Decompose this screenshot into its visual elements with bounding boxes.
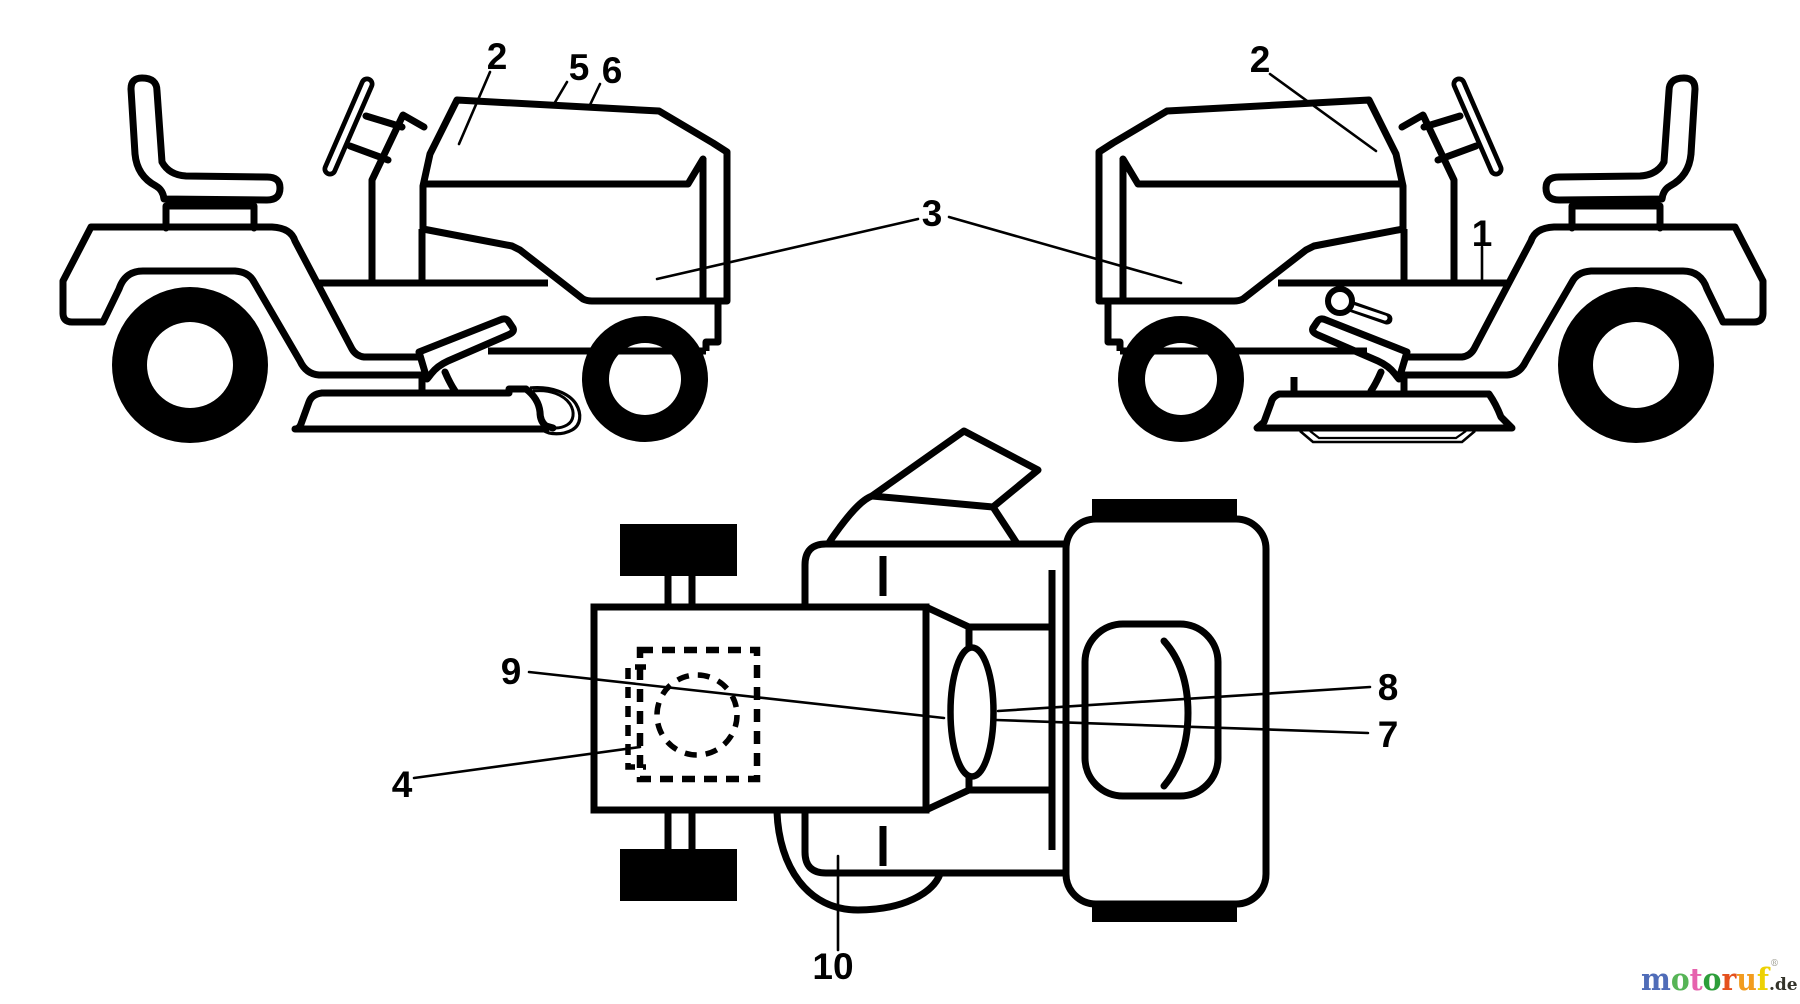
ignition-key (1325, 286, 1393, 325)
front-axle-top (664, 576, 696, 607)
leader-7 (994, 718, 1370, 735)
callout-10: 10 (812, 946, 853, 987)
logo-registered-mark: ® (1770, 959, 1779, 969)
decal-dashed-square (636, 646, 761, 783)
decal-dashed-circle (654, 672, 740, 758)
leader-3-left (655, 217, 920, 281)
logo-letter: o (1671, 962, 1690, 998)
front-wheel-bottom (620, 849, 737, 901)
callout-3: 3 (922, 193, 943, 234)
front-axle-bottom (664, 810, 696, 849)
leader-8 (996, 685, 1372, 713)
leader-2-left (457, 70, 492, 146)
leader-2-right (1268, 72, 1378, 153)
callout-2-right: 2 (1250, 39, 1271, 80)
leader-6 (587, 82, 602, 109)
top-view (590, 427, 1270, 922)
callout-6: 6 (602, 50, 623, 91)
callout-4: 4 (392, 764, 413, 805)
footboard-arc (773, 808, 944, 914)
side-view-right (1099, 78, 1763, 443)
deck-tray (1299, 430, 1476, 444)
callout-5: 5 (569, 47, 590, 88)
callout-9: 9 (501, 651, 522, 692)
chute-top (825, 427, 1042, 547)
callouts: 2 5 6 3 2 1 9 4 8 7 10 (392, 36, 1493, 987)
callout-2-left: 2 (487, 36, 508, 77)
mower-deck-right (1253, 377, 1516, 444)
logo-letter: f (1757, 962, 1771, 998)
seat-top (1081, 620, 1222, 800)
steering-wheel-top (947, 644, 997, 780)
seat-back-curve (1160, 637, 1192, 790)
logo-letter: t (1690, 962, 1704, 998)
logo-letter: u (1736, 962, 1757, 998)
leader-4 (412, 745, 642, 780)
mower-deck-left (291, 385, 582, 436)
callout-7: 7 (1378, 714, 1399, 755)
discharge-chute (529, 386, 582, 436)
logo-tld[interactable]: .de (1769, 975, 1798, 995)
logo-letter: m (1641, 962, 1671, 998)
callout-1: 1 (1472, 213, 1493, 254)
leader-9 (527, 670, 946, 720)
logo[interactable]: motoruf .de ® (1641, 959, 1798, 998)
logo-letter: r (1721, 962, 1736, 998)
front-wheel-top (620, 524, 737, 576)
logo-word[interactable]: motoruf (1641, 962, 1771, 998)
leader-3-right (947, 215, 1183, 285)
logo-letter: o (1703, 962, 1722, 998)
leader-5 (552, 80, 569, 106)
side-view-left (63, 78, 727, 443)
callout-8: 8 (1378, 667, 1399, 708)
